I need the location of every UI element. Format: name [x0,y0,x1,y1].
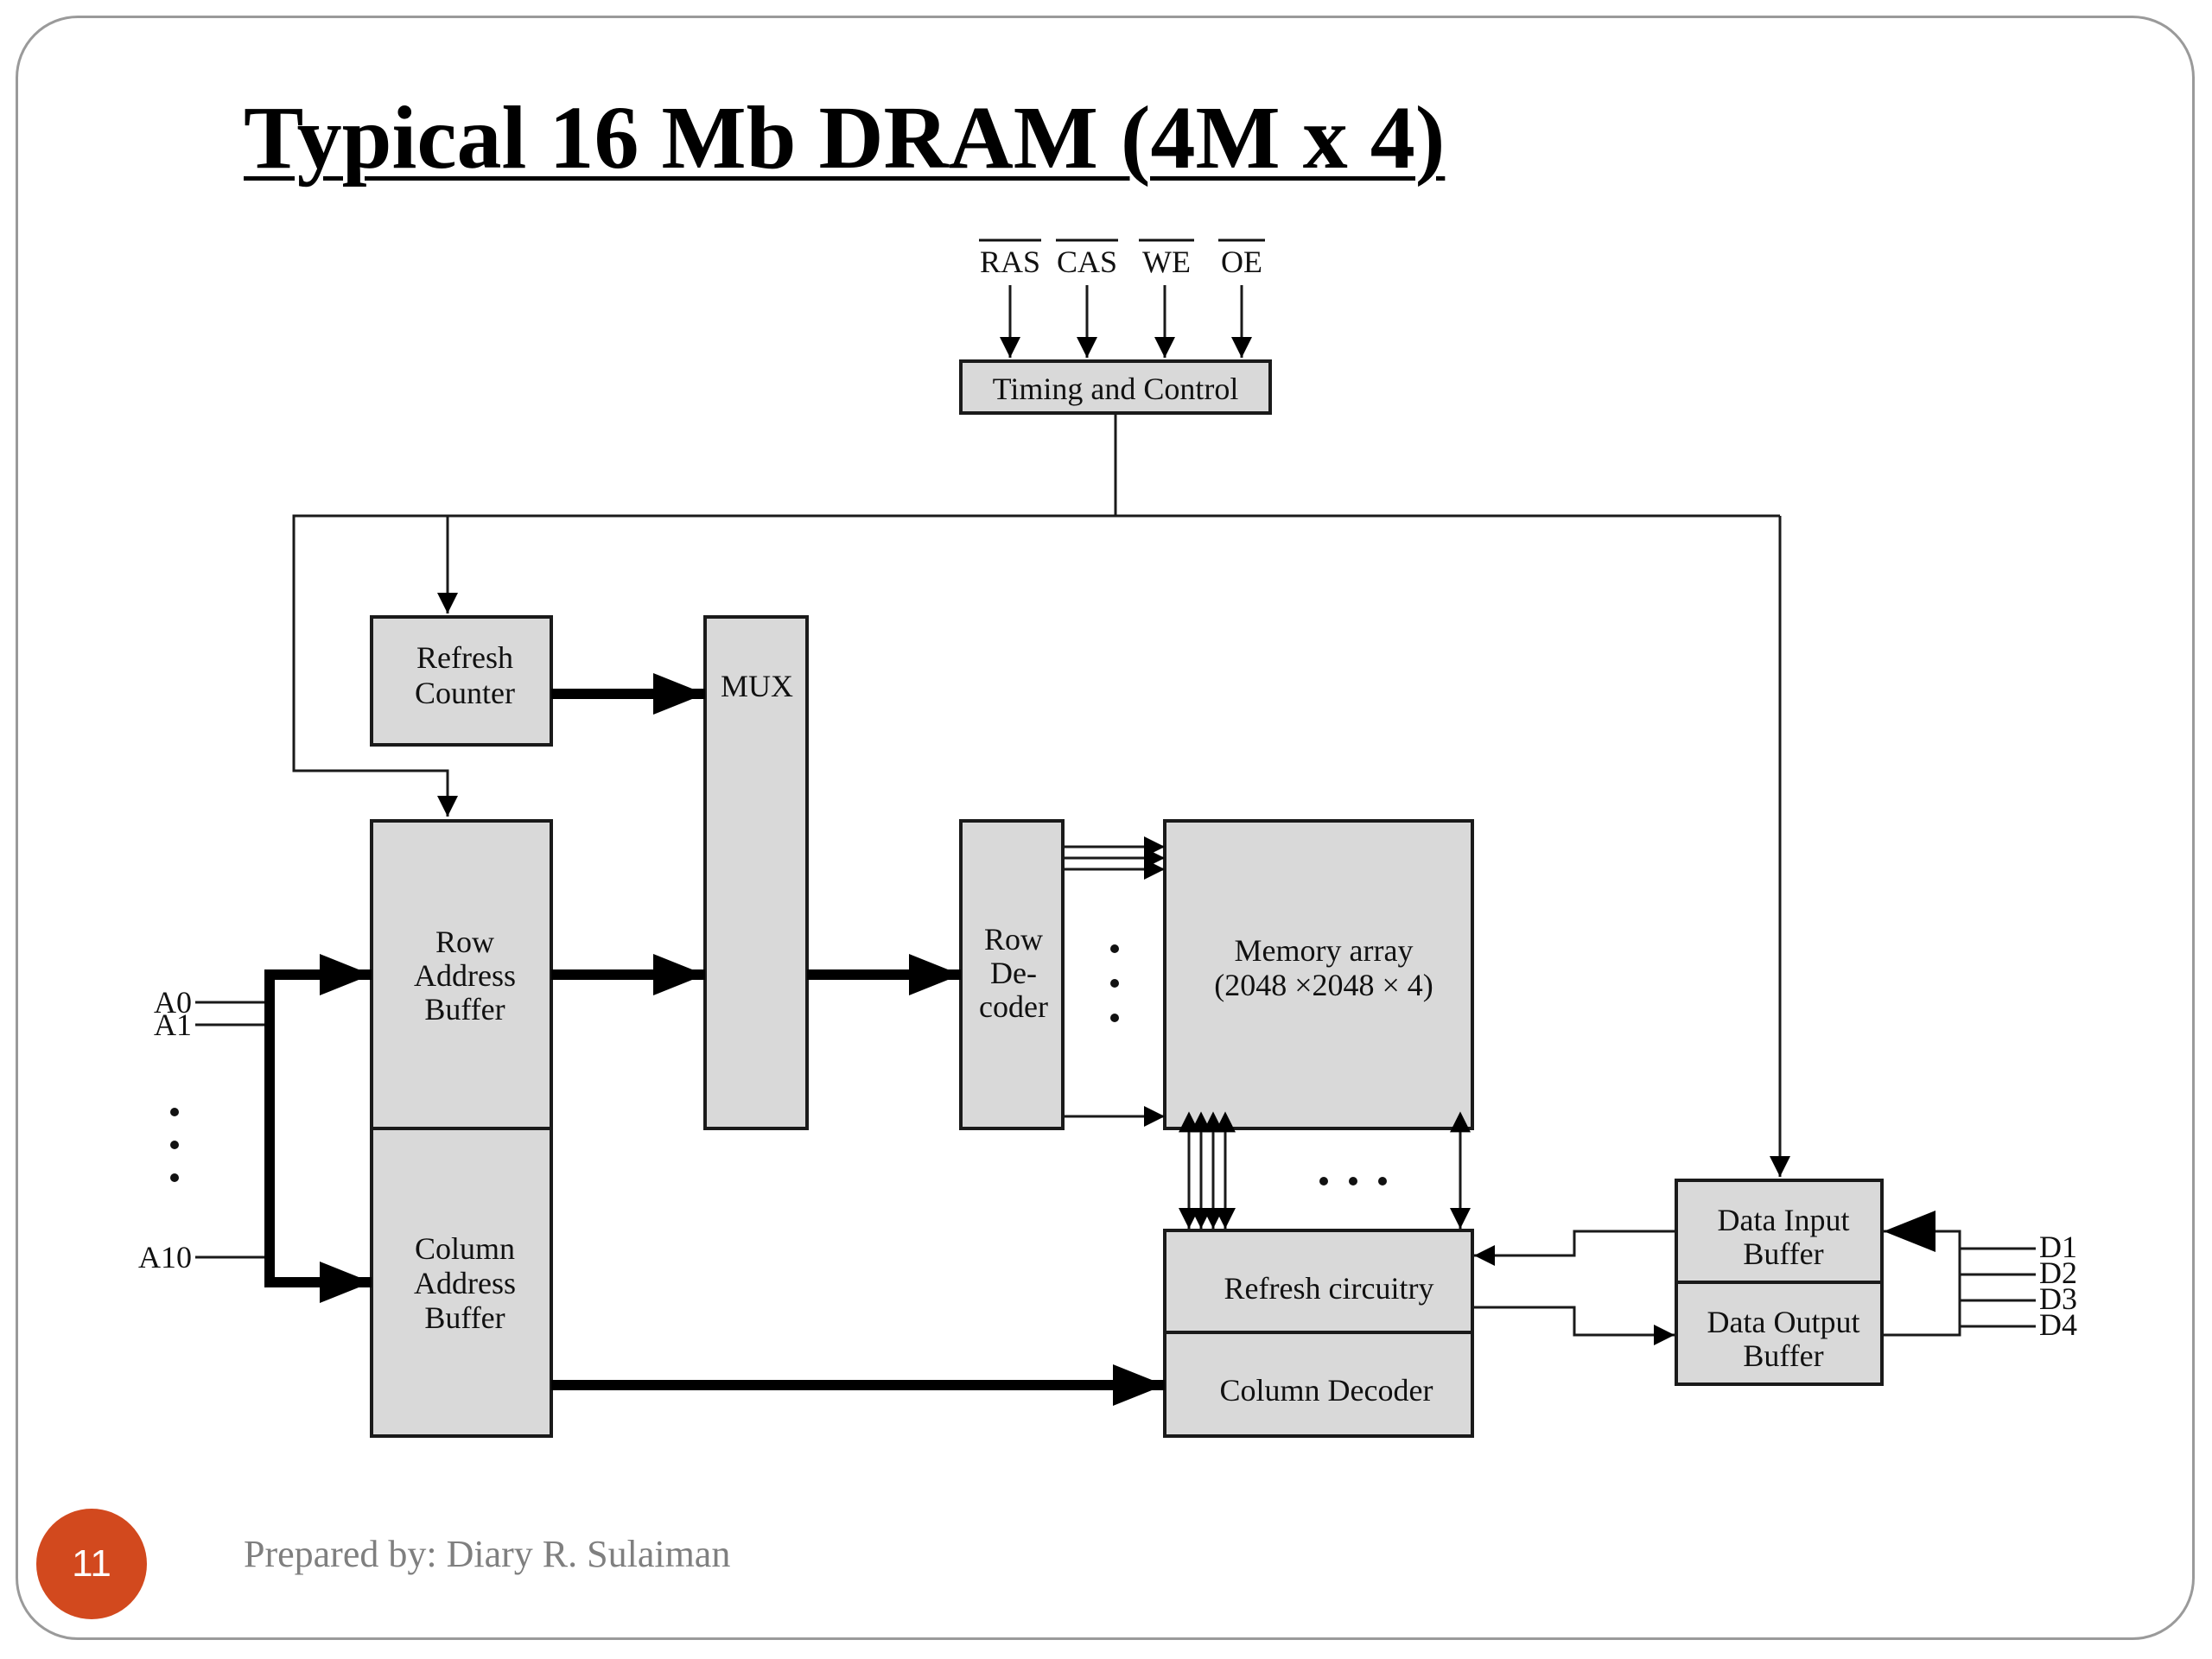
data-pin-d2: D2 [2039,1255,2077,1290]
address-pin-a0: A0 [154,985,192,1020]
memory-array-label-line1: Memory array [1235,933,1414,968]
slide-title: Typical 16 Mb DRAM (4M x 4) [244,88,1446,188]
address-pin-a1: A1 [154,1007,192,1042]
column-address-buffer-label-line2: Address [414,1266,516,1300]
thick-bus-arrows [264,673,1165,1406]
timing-control-label: Timing and Control [993,372,1239,406]
row-address-buffer-label-line2: Address [414,958,516,993]
footer-credit: Prepared by: Diary R. Sulaiman [244,1533,731,1575]
address-pin-a10: A10 [138,1240,192,1274]
data-pin-d4: D4 [2039,1307,2077,1342]
column-decoder-label: Column Decoder [1220,1373,1433,1408]
control-signal-oe: OE [1218,238,1265,358]
mux-label: MUX [721,669,793,703]
row-decoder-label-line2: De- [990,956,1037,990]
data-input-buffer-label-line1: Data Input [1718,1203,1850,1237]
refresh-counter-block [370,615,553,747]
data-buffer-links [1472,1230,1676,1345]
refresh-counter-label-line1: Refresh [416,640,513,675]
column-address-buffer-block [370,1127,553,1438]
column-address-buffer-label-line1: Column [415,1231,515,1266]
data-input-buffer-block [1675,1179,1884,1284]
data-pin-d3: D3 [2039,1281,2077,1316]
data-input-buffer-label-line2: Buffer [1743,1236,1823,1271]
column-decoder-block [1163,1331,1474,1438]
memory-array-block [1163,819,1474,1130]
row-select-lines [1063,836,1165,1127]
mux-block [703,615,809,1130]
column-address-buffer-label-line3: Buffer [424,1300,505,1335]
data-output-buffer-label-line1: Data Output [1707,1305,1860,1339]
control-signal-we: WE [1139,238,1194,358]
signal-label-we: WE [1142,245,1191,279]
row-decoder-label-line1: Row [984,922,1043,957]
refresh-circuitry-block [1163,1229,1474,1334]
address-pins: A0 A1 A10 [138,985,264,1274]
row-address-buffer-label-line1: Row [435,925,494,959]
control-bus-lines [292,413,1790,1177]
data-output-buffer-label-line2: Buffer [1743,1338,1823,1373]
row-address-buffer-label-line3: Buffer [424,992,505,1027]
data-pins: D1 D2 D3 D4 [1882,1211,2077,1342]
signal-label-ras: RAS [980,245,1040,279]
control-signal-ras: RAS [979,238,1041,358]
row-decoder-block [959,819,1065,1130]
timing-control-block [959,359,1272,415]
signal-label-cas: CAS [1057,245,1117,279]
bit-lines [1179,1111,1471,1229]
refresh-counter-label-line2: Counter [415,676,515,710]
refresh-circuitry-label: Refresh circuitry [1224,1271,1434,1306]
page-number-badge: 11 [36,1509,147,1619]
control-signal-cas: CAS [1056,238,1118,358]
memory-array-label-line2: (2048 ×2048 × 4) [1214,968,1433,1002]
signal-label-oe: OE [1221,245,1262,279]
data-pin-d1: D1 [2039,1230,2077,1264]
row-decoder-label-line3: coder [979,989,1048,1024]
data-output-buffer-block [1675,1281,1884,1386]
